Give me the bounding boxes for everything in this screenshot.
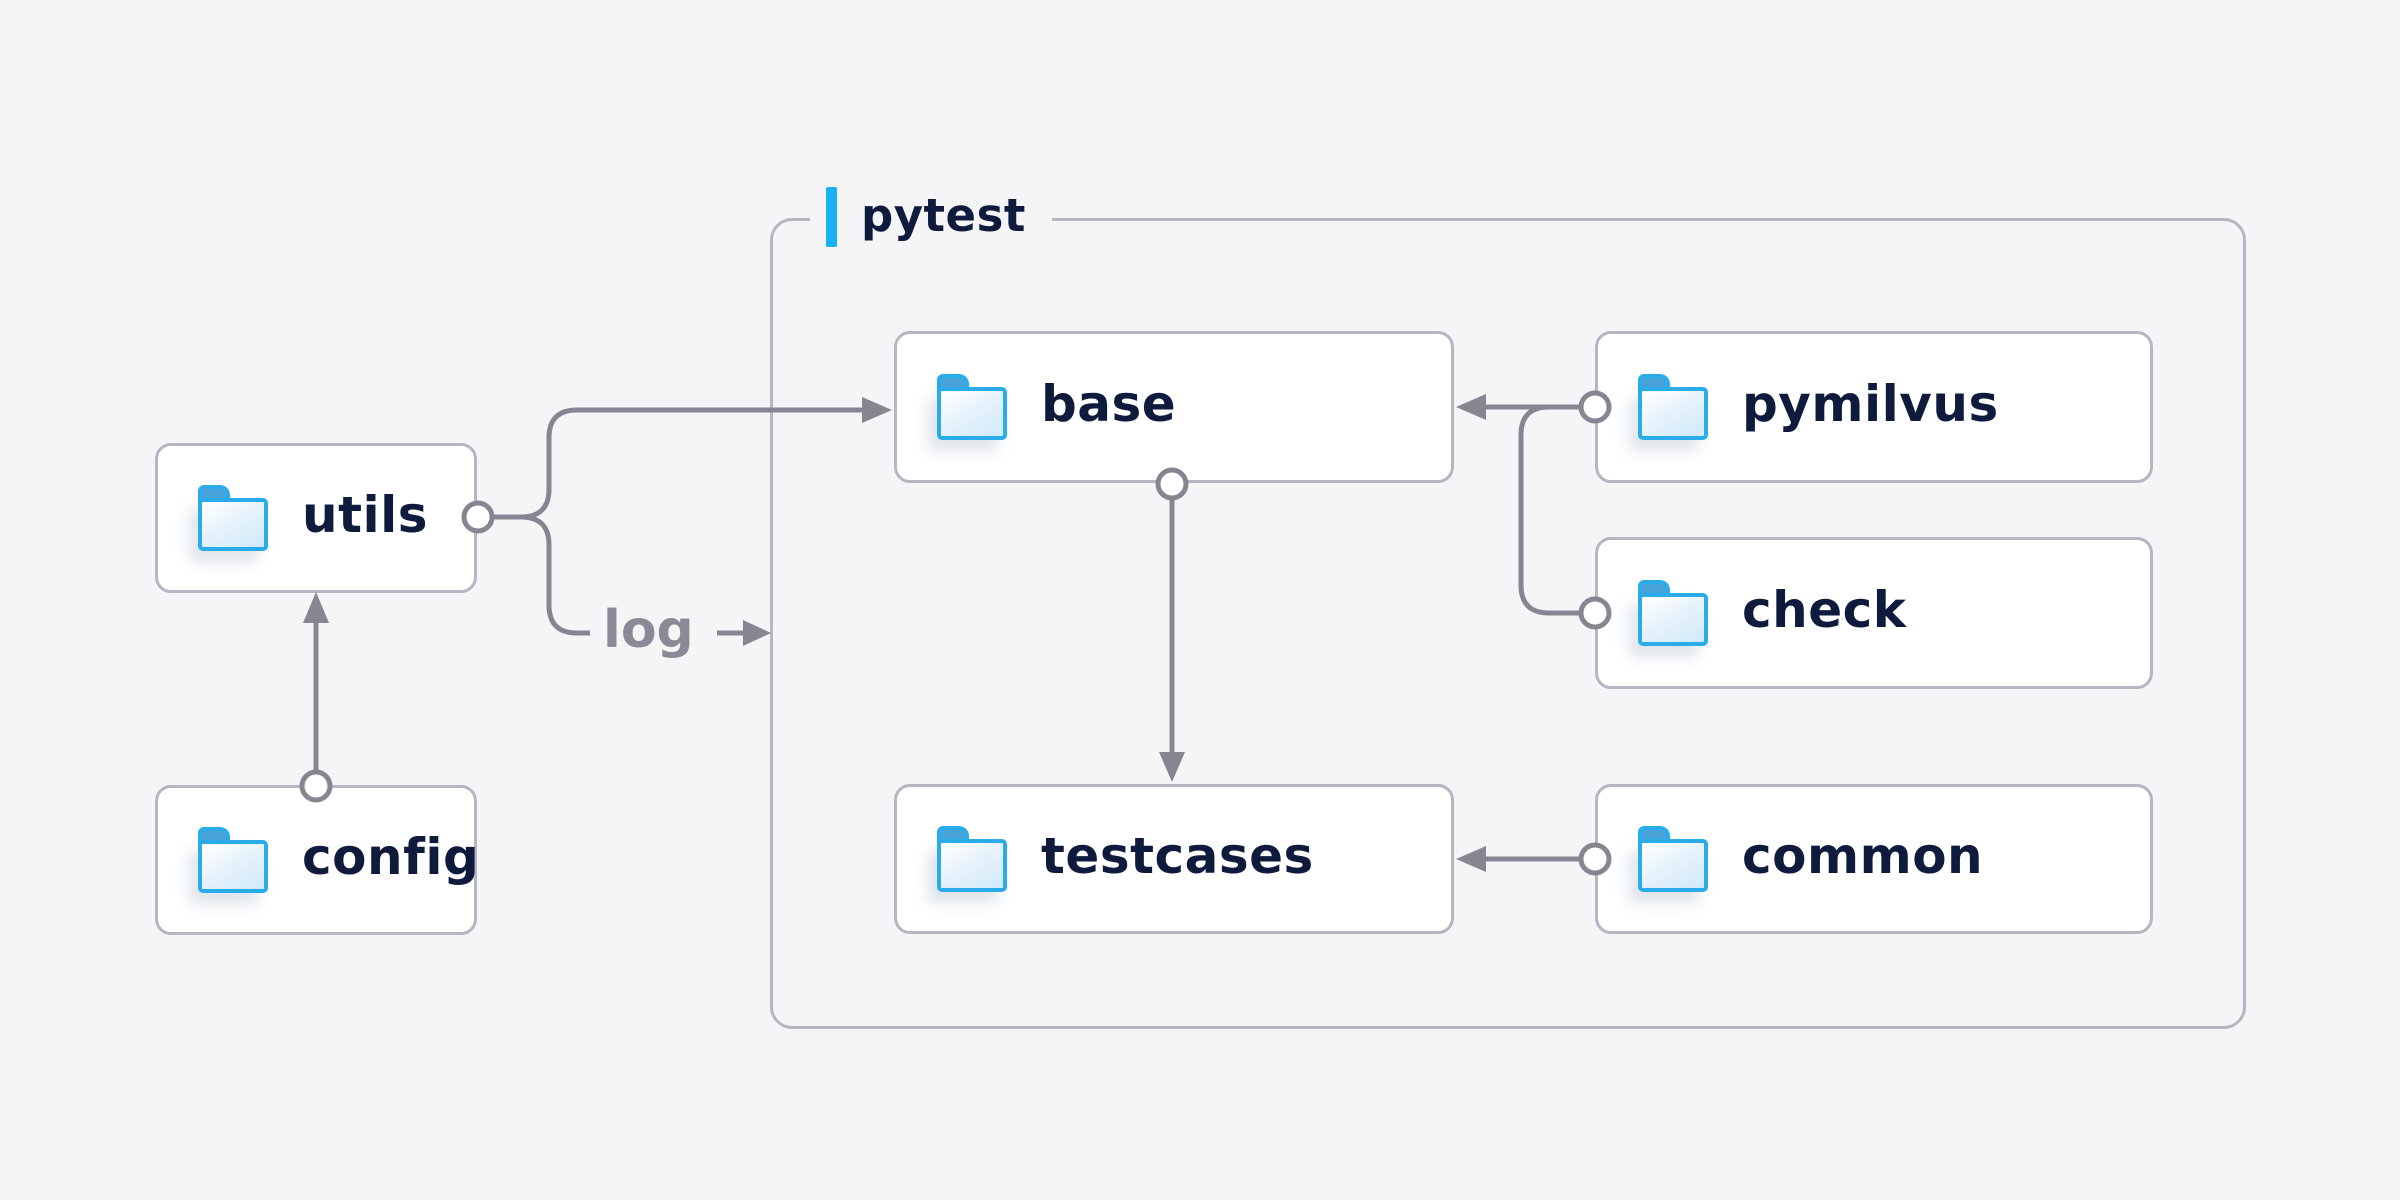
folder-icon bbox=[1638, 826, 1708, 892]
folder-icon bbox=[937, 374, 1007, 440]
node-label: config bbox=[302, 828, 480, 886]
pytest-group-label: pytest bbox=[810, 184, 1052, 250]
node-label: utils bbox=[302, 486, 429, 544]
accent-bar-icon bbox=[826, 187, 837, 247]
edge-utils-log bbox=[520, 514, 590, 636]
node-common: common bbox=[1595, 784, 2153, 934]
arrowhead-log bbox=[743, 620, 771, 646]
node-label: base bbox=[1041, 375, 1177, 433]
arrowhead-config-utils bbox=[303, 592, 329, 623]
node-testcases: testcases bbox=[894, 784, 1454, 934]
folder-icon bbox=[198, 827, 268, 893]
pytest-group-box bbox=[770, 218, 2246, 1029]
node-label: pymilvus bbox=[1742, 375, 1999, 433]
node-config: config bbox=[155, 785, 480, 935]
pytest-group-title: pytest bbox=[861, 188, 1026, 242]
folder-icon bbox=[1638, 580, 1708, 646]
node-base: base bbox=[894, 331, 1454, 483]
node-label: common bbox=[1742, 827, 1984, 885]
edge-label-log: log bbox=[603, 599, 694, 660]
node-utils: utils bbox=[155, 443, 477, 593]
node-check: check bbox=[1595, 537, 2153, 689]
folder-icon bbox=[1638, 374, 1708, 440]
node-label: testcases bbox=[1041, 827, 1314, 885]
folder-icon bbox=[198, 485, 268, 551]
node-label: check bbox=[1742, 581, 1907, 639]
folder-icon bbox=[937, 826, 1007, 892]
node-pymilvus: pymilvus bbox=[1595, 331, 2153, 483]
